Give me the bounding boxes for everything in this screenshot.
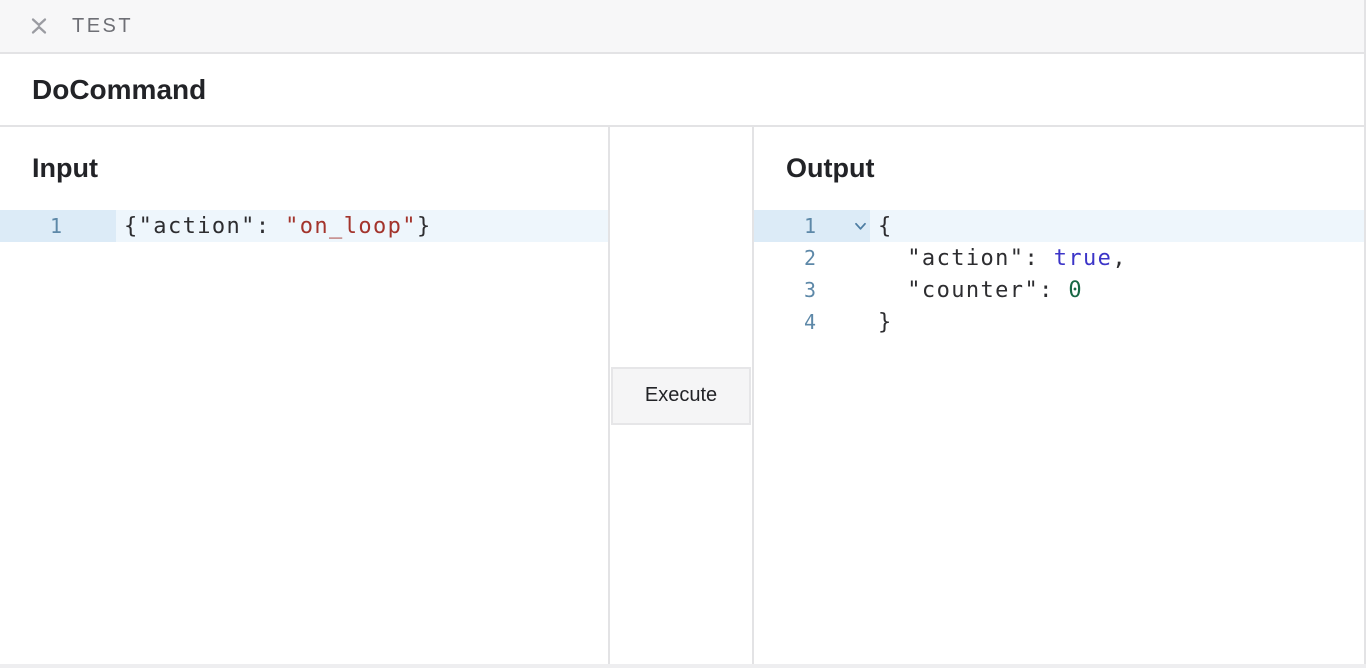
output-pane: Output 1{2 "action": true,3 "counter": 0… (754, 127, 1364, 664)
code-line[interactable]: "action": true, (870, 242, 1364, 274)
page-title: DoCommand (32, 73, 207, 105)
editor-gutter: 1 (754, 210, 870, 242)
editor-gutter: 3 (754, 274, 870, 306)
line-number: 1 (803, 214, 816, 238)
code-line[interactable]: "counter": 0 (870, 274, 1364, 306)
code-token-string: "on_loop" (285, 213, 417, 239)
input-pane-title: Input (32, 153, 98, 183)
editor-line: 1{ (754, 210, 1364, 242)
test-topbar: TEST (0, 0, 1364, 54)
code-token-plain: "action" (878, 245, 1025, 271)
input-pane: Input 1 {"action": "on_loop"} (0, 127, 608, 664)
code-line[interactable]: {"action": "on_loop"} (116, 210, 608, 242)
code-token-plain: } (878, 309, 893, 335)
docommand-header-row: DoCommand (0, 54, 1364, 127)
panel-title: TEST (72, 14, 134, 37)
fold-gutter (816, 222, 870, 231)
editor-line: 1 {"action": "on_loop"} (0, 210, 608, 242)
editor-gutter: 2 (754, 242, 870, 274)
editor-gutter: 4 (754, 306, 870, 338)
code-token-plain: , (1112, 245, 1127, 271)
code-token-plain: "action" (138, 213, 256, 239)
code-token-plain: "counter" (878, 277, 1040, 303)
code-token-atom: true (1053, 245, 1113, 271)
line-number: 1 (49, 214, 62, 238)
line-number: 3 (803, 278, 816, 302)
code-line[interactable]: } (870, 306, 1364, 338)
editor-gutter: 1 (0, 210, 116, 242)
collapse-panel-button[interactable] (28, 15, 50, 37)
code-token-plain: } (416, 213, 432, 239)
code-line[interactable]: { (870, 210, 1364, 242)
output-pane-title: Output (786, 153, 875, 183)
line-number: 4 (803, 310, 816, 334)
editor-line: 3 "counter": 0 (754, 274, 1364, 306)
editor-line: 4} (754, 306, 1364, 338)
code-token-plain: : (1024, 245, 1054, 271)
code-token-number: 0 (1068, 277, 1084, 303)
command-content: Input 1{"action": "on_loop"} Execute Out… (0, 127, 1364, 664)
execute-column: Execute (608, 127, 754, 664)
code-token-plain: : (1039, 277, 1069, 303)
fold-arrow-icon[interactable] (854, 222, 867, 231)
code-token-plain: { (878, 213, 893, 239)
execute-button[interactable]: Execute (611, 366, 751, 425)
collapse-vertical-icon (28, 15, 50, 37)
code-token-plain: { (124, 213, 139, 239)
input-code-editor[interactable]: 1 {"action": "on_loop"} (0, 210, 608, 242)
code-token-plain: : (255, 213, 286, 239)
line-number: 2 (803, 246, 816, 270)
editor-line: 2 "action": true, (754, 242, 1364, 274)
